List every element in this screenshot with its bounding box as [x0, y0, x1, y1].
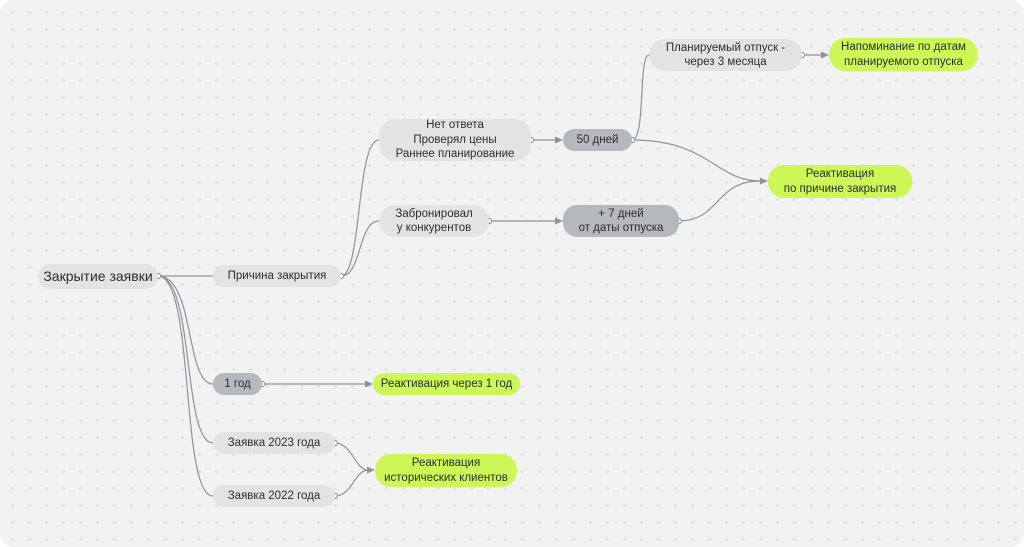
link-2022-historical: [334, 469, 369, 497]
node-request-2023[interactable]: Заявка 2023 года: [213, 432, 335, 454]
node-reminder[interactable]: Напоминание по датам планируемого отпуск…: [829, 38, 978, 71]
node-reactivation-reason[interactable]: Реактивация по причине закрытия: [768, 165, 912, 198]
node-no-answer[interactable]: Нет ответа Проверял цены Раннее планиров…: [379, 119, 531, 161]
node-root[interactable]: Закрытие заявки: [38, 264, 158, 289]
node-reason[interactable]: Причина закрытия: [213, 265, 341, 287]
node-one-year[interactable]: 1 год: [213, 373, 262, 395]
node-50-days[interactable]: 50 дней: [563, 129, 632, 151]
link-plus7-reactivation: [678, 180, 761, 222]
link-50-planned: [631, 54, 650, 141]
link-reason-booked: [340, 220, 380, 277]
node-request-2022[interactable]: Заявка 2022 года: [213, 485, 335, 507]
node-reactivation-1-year[interactable]: Реактивация через 1 год: [373, 373, 520, 395]
arrow-head: [821, 51, 829, 59]
node-booked-competitors[interactable]: Забронировал у конкурентов: [379, 205, 489, 237]
node-reactivation-historical[interactable]: Реактивация исторических клиентов: [375, 454, 517, 487]
link-root-one-year: [157, 275, 214, 385]
arrow-head: [365, 380, 373, 388]
arrow-head: [367, 466, 375, 474]
arrow-head: [555, 136, 563, 144]
node-plus-7-days[interactable]: + 7 дней от даты отпуска: [563, 205, 679, 237]
arrow-head: [760, 177, 768, 185]
link-root-2022: [157, 275, 214, 497]
link-2023-historical: [334, 442, 369, 471]
arrow-head: [555, 217, 563, 225]
node-planned-vacation[interactable]: Планируемый отпуск - через 3 месяца: [649, 39, 802, 71]
link-root-2023: [157, 275, 214, 444]
link-50-reactivation: [631, 139, 761, 182]
link-reason-no-answer: [340, 139, 380, 277]
